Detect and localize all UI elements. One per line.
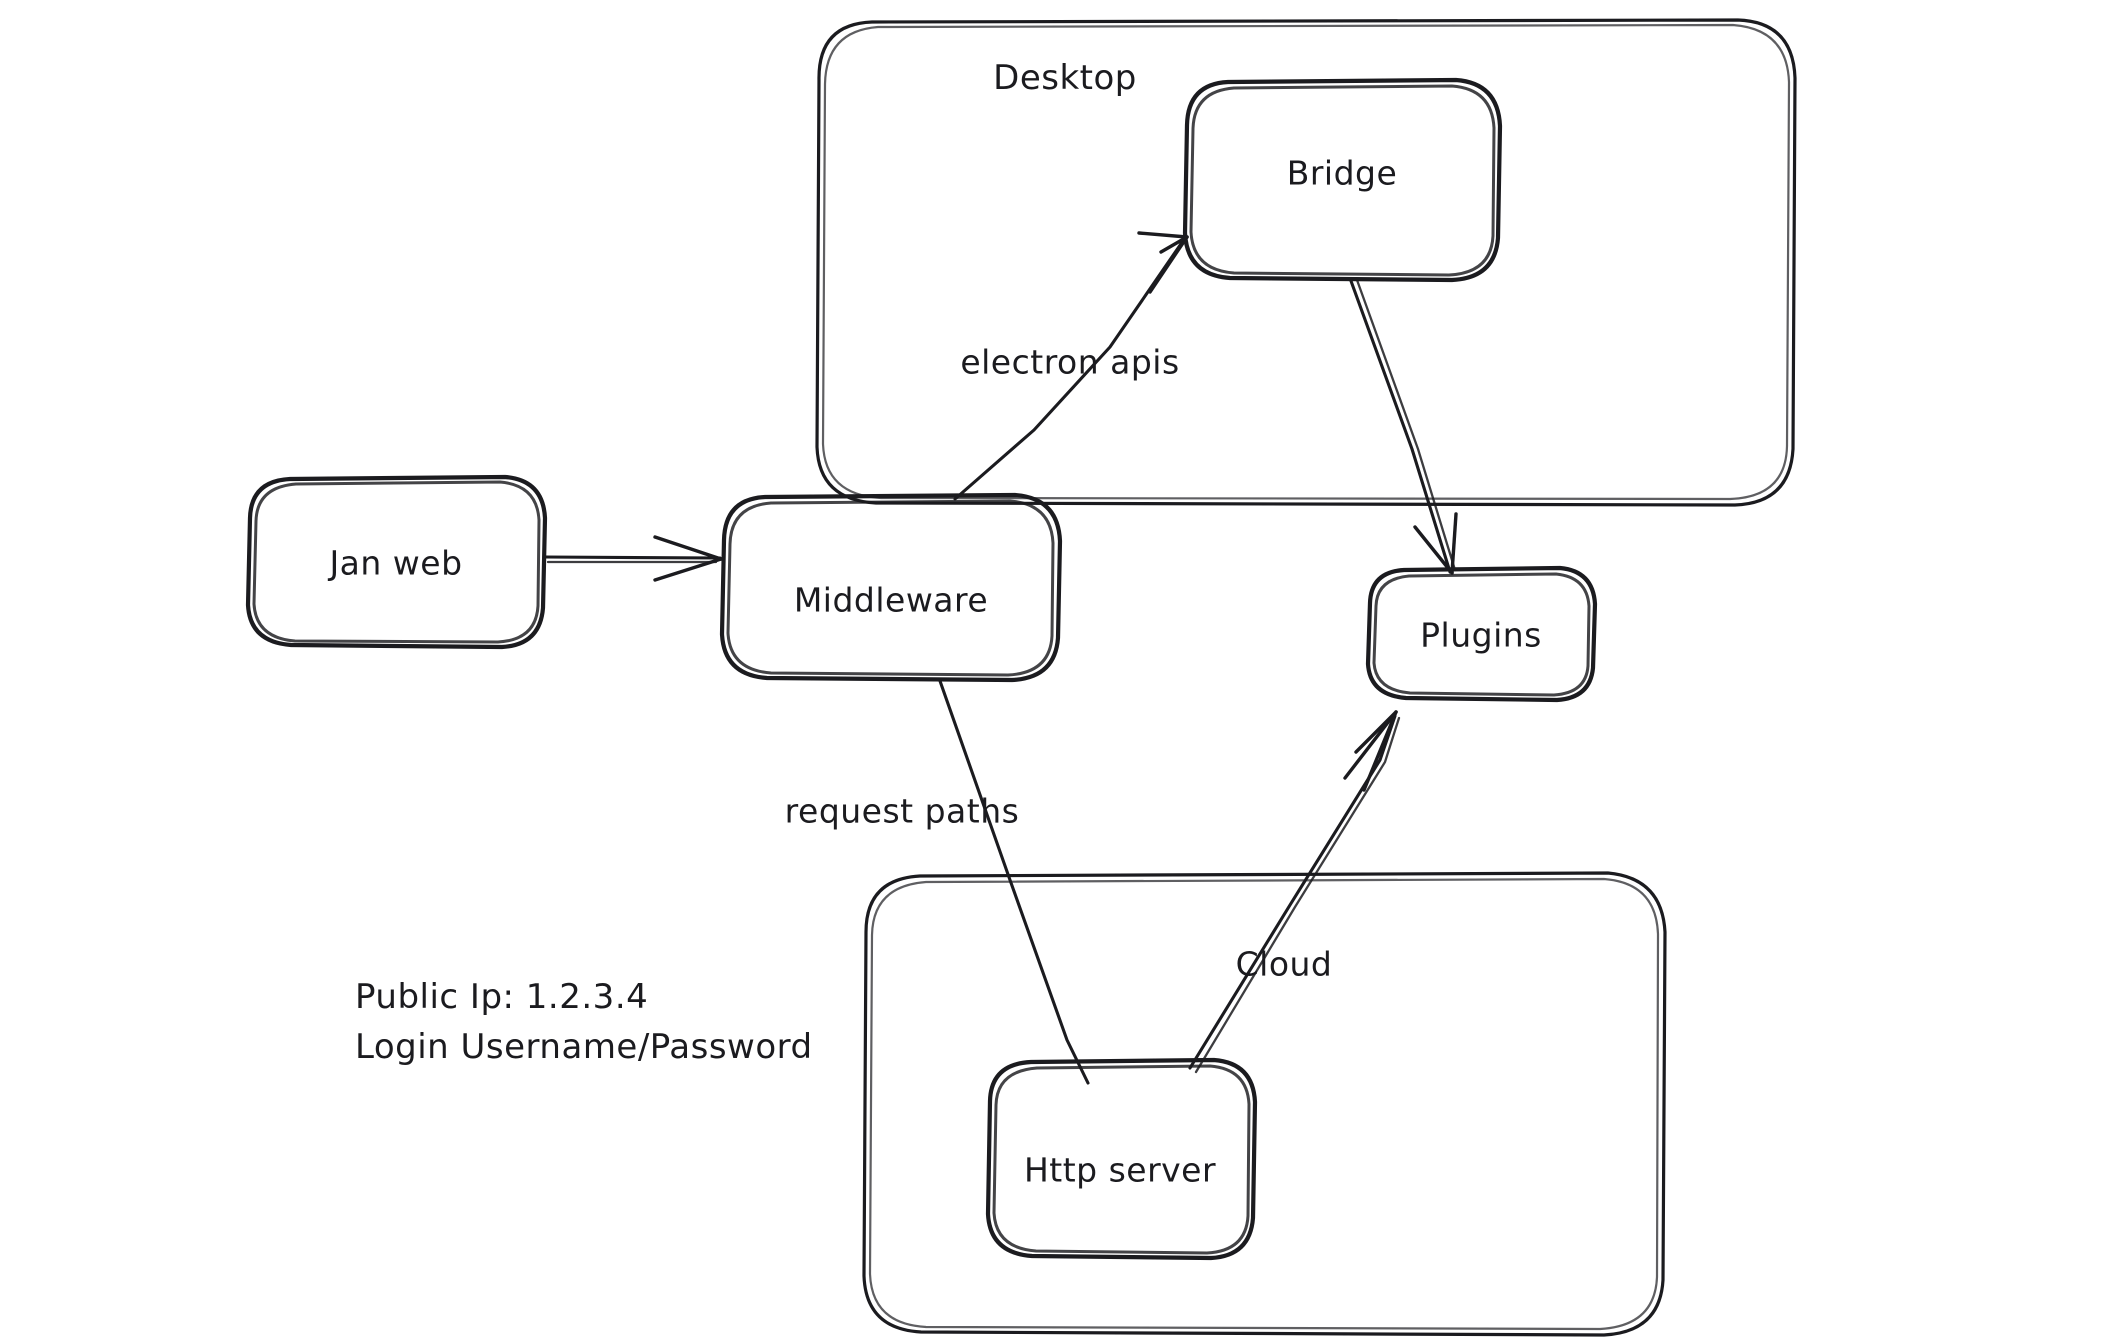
note-line-login: Login Username/Password [355, 1027, 813, 1067]
node-label-bridge: Bridge [1286, 153, 1398, 193]
node-label-middleware: Middleware [793, 580, 989, 620]
node-jan-web-shape [245, 474, 548, 650]
edge-bridge-to-plugins [1349, 278, 1458, 575]
edge-label-request-paths: request paths [784, 791, 1020, 831]
note-line-public-ip: Public Ip: 1.2.3.4 [355, 977, 649, 1017]
node-label-plugins: Plugins [1420, 615, 1542, 655]
node-http-server[interactable] [988, 1060, 1255, 1258]
node-bridge[interactable] [1185, 80, 1500, 280]
node-bridge-shape [1182, 77, 1503, 283]
edge-middleware-to-bridge [953, 231, 1189, 501]
edge-middleware-to-http [938, 679, 1090, 1085]
container-label-desktop: Desktop [993, 58, 1137, 98]
node-jan-web[interactable] [248, 478, 545, 648]
node-label-http-server: Http server [1023, 1150, 1217, 1190]
edge-label-electron-apis: electron apis [960, 342, 1180, 382]
node-middleware-shape [719, 492, 1063, 683]
edge-label-cloud: Cloud [1235, 944, 1333, 984]
edge-http-to-plugins [1188, 710, 1401, 1074]
node-label-jan-web: Jan web [329, 543, 463, 583]
container-cloud-shape [862, 871, 1667, 1337]
node-middleware[interactable] [722, 495, 1060, 680]
node-plugins[interactable] [1368, 568, 1595, 700]
container-desktop-shape [815, 18, 1797, 507]
edge-janweb-to-middleware [543, 535, 723, 582]
node-http-server-shape [985, 1057, 1258, 1261]
cloud-credentials-note: Public Ip: 1.2.3.4 Login Username/Passwo… [355, 972, 813, 1072]
node-plugins-shape [1365, 565, 1598, 703]
